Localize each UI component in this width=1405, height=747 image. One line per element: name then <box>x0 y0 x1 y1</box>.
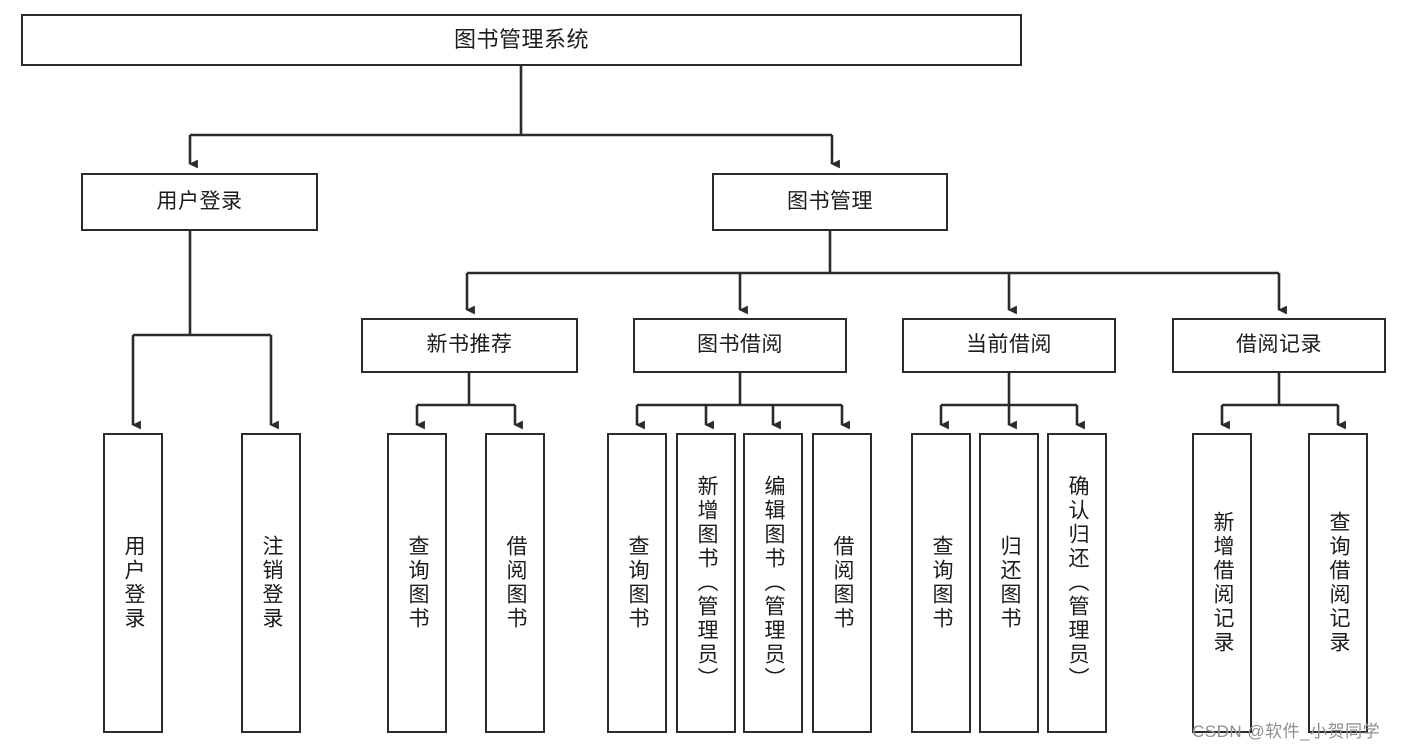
node-book-borrow[interactable]: 图书借阅 <box>633 318 847 373</box>
node-leaf-edit-book-label: 编辑图书（管理员） <box>762 475 786 691</box>
node-book-management[interactable]: 图书管理 <box>712 173 948 231</box>
node-current-borrow[interactable]: 当前借阅 <box>902 318 1116 373</box>
node-leaf-add-record[interactable]: 新增借阅记录 <box>1192 433 1252 733</box>
node-leaf-logout-login-label: 注销登录 <box>260 535 284 631</box>
node-root-system-label: 图书管理系统 <box>453 26 589 52</box>
node-leaf-confirm-return-label: 确认归还（管理员） <box>1066 475 1090 691</box>
node-borrow-record[interactable]: 借阅记录 <box>1172 318 1386 373</box>
node-root-system[interactable]: 图书管理系统 <box>21 14 1022 66</box>
node-leaf-return-book-label: 归还图书 <box>998 535 1022 631</box>
node-borrow-record-label: 借阅记录 <box>1236 333 1322 357</box>
csdn-watermark: CSDN @软件_小贺同学 <box>1192 722 1381 741</box>
node-leaf-query-book-2-label: 查询图书 <box>626 535 650 631</box>
node-leaf-return-book[interactable]: 归还图书 <box>979 433 1039 733</box>
node-leaf-borrow-book-1-label: 借阅图书 <box>504 535 528 631</box>
node-leaf-query-book-2[interactable]: 查询图书 <box>607 433 667 733</box>
node-leaf-borrow-book-2-label: 借阅图书 <box>831 535 855 631</box>
node-new-book-recommend[interactable]: 新书推荐 <box>361 318 578 373</box>
node-leaf-query-book-1-label: 查询图书 <box>406 535 430 631</box>
node-leaf-user-login[interactable]: 用户登录 <box>103 433 163 733</box>
node-leaf-query-book-1[interactable]: 查询图书 <box>387 433 447 733</box>
node-leaf-query-record[interactable]: 查询借阅记录 <box>1308 433 1368 733</box>
node-leaf-edit-book[interactable]: 编辑图书（管理员） <box>743 433 803 733</box>
node-user-login-label: 用户登录 <box>156 189 243 213</box>
node-new-book-recommend-label: 新书推荐 <box>426 333 513 357</box>
node-leaf-user-login-label: 用户登录 <box>122 535 146 631</box>
node-leaf-query-record-label: 查询借阅记录 <box>1327 511 1351 655</box>
node-leaf-confirm-return[interactable]: 确认归还（管理员） <box>1047 433 1107 733</box>
node-current-borrow-label: 当前借阅 <box>966 333 1052 357</box>
node-user-login[interactable]: 用户登录 <box>81 173 318 231</box>
node-leaf-query-book-3-label: 查询图书 <box>930 535 954 631</box>
node-leaf-add-book[interactable]: 新增图书（管理员） <box>676 433 736 733</box>
node-leaf-borrow-book-2[interactable]: 借阅图书 <box>812 433 872 733</box>
node-leaf-borrow-book-1[interactable]: 借阅图书 <box>485 433 545 733</box>
node-book-borrow-label: 图书借阅 <box>697 333 783 357</box>
node-book-management-label: 图书管理 <box>787 189 873 213</box>
node-leaf-logout-login[interactable]: 注销登录 <box>241 433 301 733</box>
node-leaf-add-record-label: 新增借阅记录 <box>1211 511 1235 655</box>
node-leaf-query-book-3[interactable]: 查询图书 <box>911 433 971 733</box>
node-leaf-add-book-label: 新增图书（管理员） <box>695 475 719 691</box>
